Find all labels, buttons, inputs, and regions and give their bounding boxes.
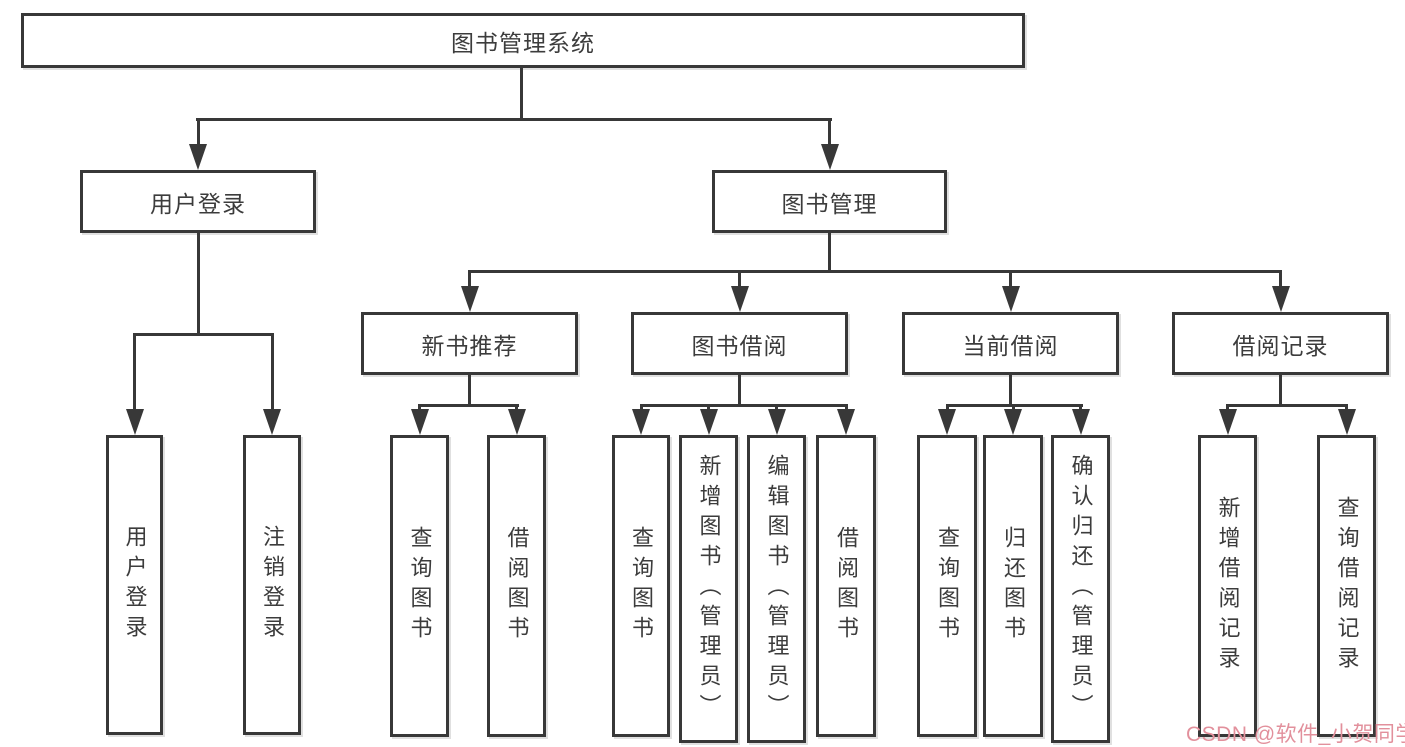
arrowhead-down-icon [410,409,429,435]
leaf-return-book: 归还图书 [983,435,1043,737]
connector-bar [1226,404,1348,407]
connector-drop [1009,375,1012,406]
node-borrowing-records: 借阅记录 [1172,312,1389,375]
arrowhead-down-icon [938,409,956,435]
csdn-watermark: CSDN @软件_小贺同学 [1186,723,1405,746]
leaf-add-book-admin: 新增图书（管理员） [679,435,738,743]
connector-drop [738,375,741,406]
arrowhead-down-icon [189,144,207,170]
connector-shaft [738,270,741,288]
node-label: 图书借阅 [691,332,788,359]
leaf-add-borrow-record: 新增借阅记录 [1198,435,1257,737]
connector-root-drop [520,68,523,120]
node-label: 查询借阅记录 [1334,496,1360,676]
connector-shaft [133,333,136,411]
connector-shaft [418,404,421,413]
connector-bar [418,404,519,407]
node-label: 图书管理 [781,190,878,217]
leaf-borrow-book-recommend: 借阅图书 [487,435,546,737]
node-label: 查询图书 [407,526,433,646]
connector-shaft [1279,270,1282,288]
node-label: 借阅图书 [504,526,530,646]
arrowhead-down-icon [730,286,749,312]
node-label: 借阅图书 [834,526,859,646]
node-label: 用户登录 [122,525,148,645]
node-library-management-system: 图书管理系统 [21,13,1025,68]
connector-shaft [196,118,200,146]
arrowhead-down-icon [1071,409,1090,435]
node-label: 用户登录 [150,190,246,217]
leaf-user-login: 用户登录 [106,435,163,735]
leaf-borrow-book: 借阅图书 [816,435,876,737]
node-current-borrowing: 当前借阅 [902,312,1119,375]
connector-shaft [1009,270,1012,288]
connector-drop [196,233,200,336]
arrowhead-down-icon [507,409,526,435]
connector-shaft [707,404,710,413]
arrowhead-down-icon [820,144,839,170]
connector-shaft [1079,404,1082,413]
arrowhead-down-icon [263,409,281,435]
leaf-logout: 注销登录 [243,435,301,735]
leaf-query-borrow-record: 查询借阅记录 [1317,435,1376,737]
connector-shaft [1345,404,1348,413]
connector-shaft [639,404,643,413]
connector-bar [639,404,848,407]
connector-shaft [945,404,949,413]
arrowhead-down-icon [125,409,144,435]
node-label: 注销登录 [260,525,285,645]
node-new-book-recommendation: 新书推荐 [361,312,578,375]
node-book-borrowing: 图书借阅 [631,312,848,375]
arrowhead-down-icon [460,286,479,312]
leaf-query-book-borrow: 查询图书 [612,435,670,737]
arrowhead-down-icon [1218,409,1237,435]
connector-shaft [844,404,848,413]
arrowhead-down-icon [699,409,718,435]
node-label: 编辑图书（管理员） [764,454,790,724]
node-user-login: 用户登录 [80,170,316,233]
leaf-query-book-current: 查询图书 [917,435,977,737]
leaf-edit-book-admin: 编辑图书（管理员） [747,435,806,743]
connector-shaft [468,270,471,288]
node-label: 新书推荐 [421,332,518,359]
leaf-confirm-return-admin: 确认归还（管理员） [1051,435,1110,743]
arrowhead-down-icon [1004,409,1022,435]
arrowhead-down-icon [767,409,786,435]
node-label: 确认归还（管理员） [1068,454,1094,724]
arrowhead-down-icon [632,409,650,435]
connector-shaft [828,118,831,146]
connector-shaft [270,333,274,411]
node-label: 查询图书 [935,526,960,646]
node-label: 图书管理系统 [451,29,595,56]
node-label: 查询图书 [629,526,654,646]
node-label: 归还图书 [1001,526,1026,646]
arrowhead-down-icon [837,409,855,435]
connector-shaft [515,404,518,413]
connector-root-bar [196,118,832,121]
node-label: 借阅记录 [1232,332,1329,359]
connector-shaft [775,404,778,413]
connector-drop [468,375,471,406]
connector-bar [133,333,274,336]
connector-drop [828,233,831,273]
leaf-query-book-recommend: 查询图书 [390,435,449,737]
arrowhead-down-icon [1271,286,1290,312]
node-label: 新增借阅记录 [1215,496,1241,676]
connector-shaft [1011,404,1015,413]
connector-bar [468,270,1282,273]
connector-shaft [1226,404,1229,413]
node-book-management: 图书管理 [712,170,947,233]
node-label: 当前借阅 [962,332,1059,359]
arrowhead-down-icon [1337,409,1356,435]
connector-drop [1279,375,1282,406]
arrowhead-down-icon [1001,286,1020,312]
node-label: 新增图书（管理员） [696,454,722,724]
